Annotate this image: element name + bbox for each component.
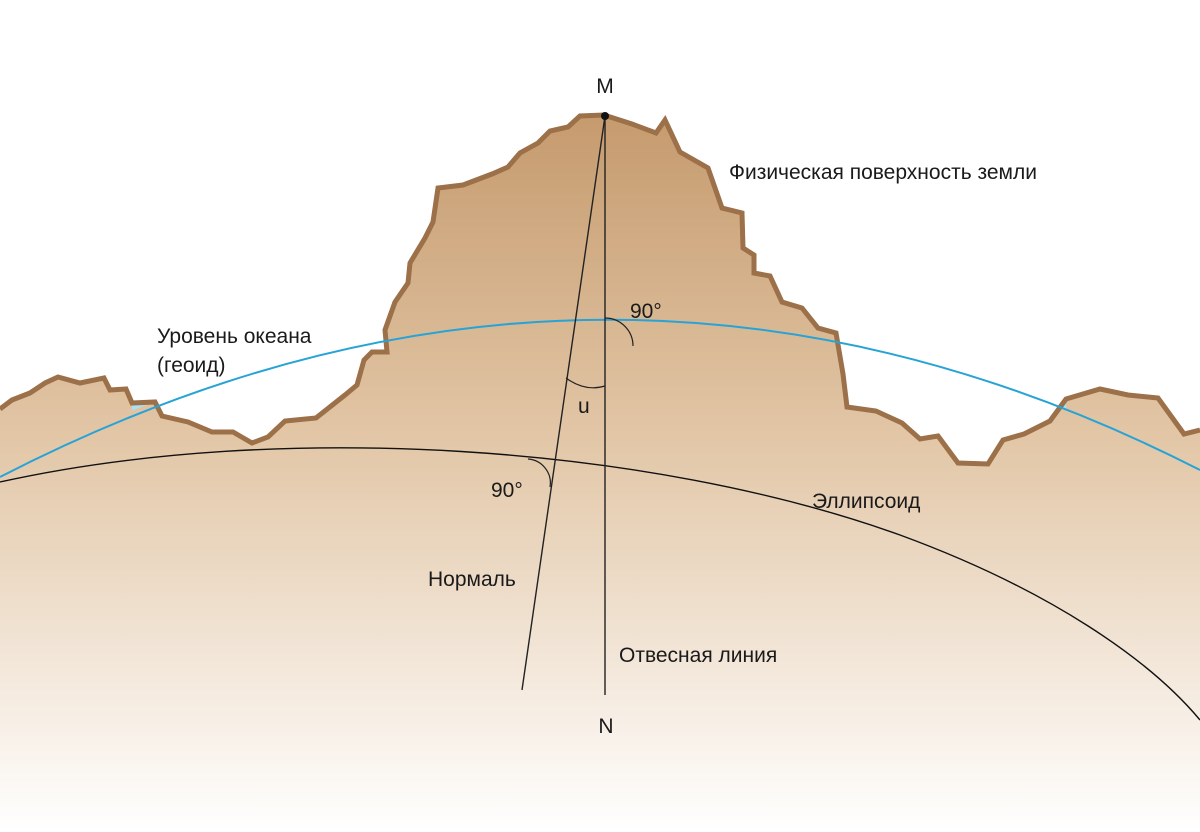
physical-surface-outline [0, 112, 1200, 467]
angle-arc-bottom [527, 458, 551, 488]
label-angle-top: 90° [630, 300, 662, 323]
ellipsoid-curve [0, 447, 1200, 721]
angle-arc-top [604, 317, 634, 347]
label-plumb-line: Отвесная линия [619, 644, 777, 667]
label-ellipsoid: Эллипсоид [812, 490, 920, 513]
label-physical-surface: Физическая поверхность земли [729, 161, 1037, 184]
point-m-dot [601, 112, 609, 120]
label-angle-u: u [578, 395, 590, 418]
normal-line [521, 115, 606, 691]
label-normal: Нормаль [428, 568, 516, 591]
label-point-n: N [598, 715, 613, 738]
geoid-curve [0, 318, 1200, 478]
label-point-m: M [596, 75, 614, 98]
label-geoid: (геоид) [157, 354, 226, 377]
label-angle-bottom: 90° [491, 479, 523, 502]
label-ocean-level: Уровень океана [157, 325, 312, 348]
angle-arc-u [565, 377, 606, 389]
land-mass [0, 115, 1200, 832]
